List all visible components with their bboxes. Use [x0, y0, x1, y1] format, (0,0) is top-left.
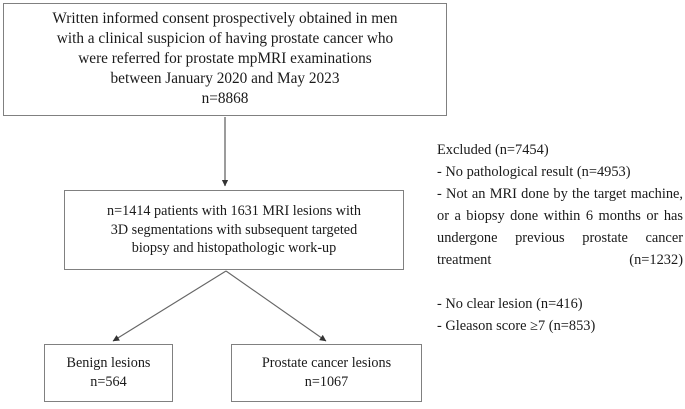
arrow-included-to-benign: [112, 270, 227, 342]
excluded-item-no-clear-lesion: - No clear lesion (n=416): [437, 296, 583, 313]
excluded-panel: Excluded (n=7454) - No pathological resu…: [437, 139, 683, 337]
included-line-3: biopsy and histopathologic work-up: [131, 240, 337, 257]
prostate-cancer-lesions-box: Prostate cancer lesions n=1067: [231, 344, 422, 402]
enrolled-count: n=8868: [201, 90, 249, 108]
excluded-item-not-target-machine: - Not an MRI done by the target machine,…: [437, 186, 683, 269]
enrolled-cohort-box: Written informed consent prospectively o…: [3, 3, 447, 116]
benign-label: Benign lesions: [66, 355, 151, 372]
enrolled-line-3: were referred for prostate mpMRI examina…: [78, 49, 372, 67]
excluded-item-no-pathological-result: - No pathological result (n=4953): [437, 164, 631, 181]
included-line-1: n=1414 patients with 1631 MRI lesions wi…: [107, 202, 361, 219]
enrolled-line-1: Written informed consent prospectively o…: [52, 9, 398, 27]
excluded-item-gleason-score: - Gleason score ≥7 (n=853): [437, 318, 596, 335]
enrolled-line-4: between January 2020 and May 2023: [110, 70, 340, 88]
cancer-count: n=1067: [304, 374, 349, 390]
enrolled-line-2: with a clinical suspicion of having pros…: [56, 29, 394, 47]
cancer-label: Prostate cancer lesions: [261, 355, 392, 372]
benign-count: n=564: [90, 374, 127, 390]
excluded-heading: Excluded (n=7454): [437, 142, 549, 158]
arrow-included-to-cancer: [225, 270, 327, 342]
included-line-2: 3D segmentations with subsequent targete…: [110, 221, 358, 238]
benign-lesions-box: Benign lesions n=564: [44, 344, 173, 402]
included-patients-box: n=1414 patients with 1631 MRI lesions wi…: [64, 190, 404, 270]
